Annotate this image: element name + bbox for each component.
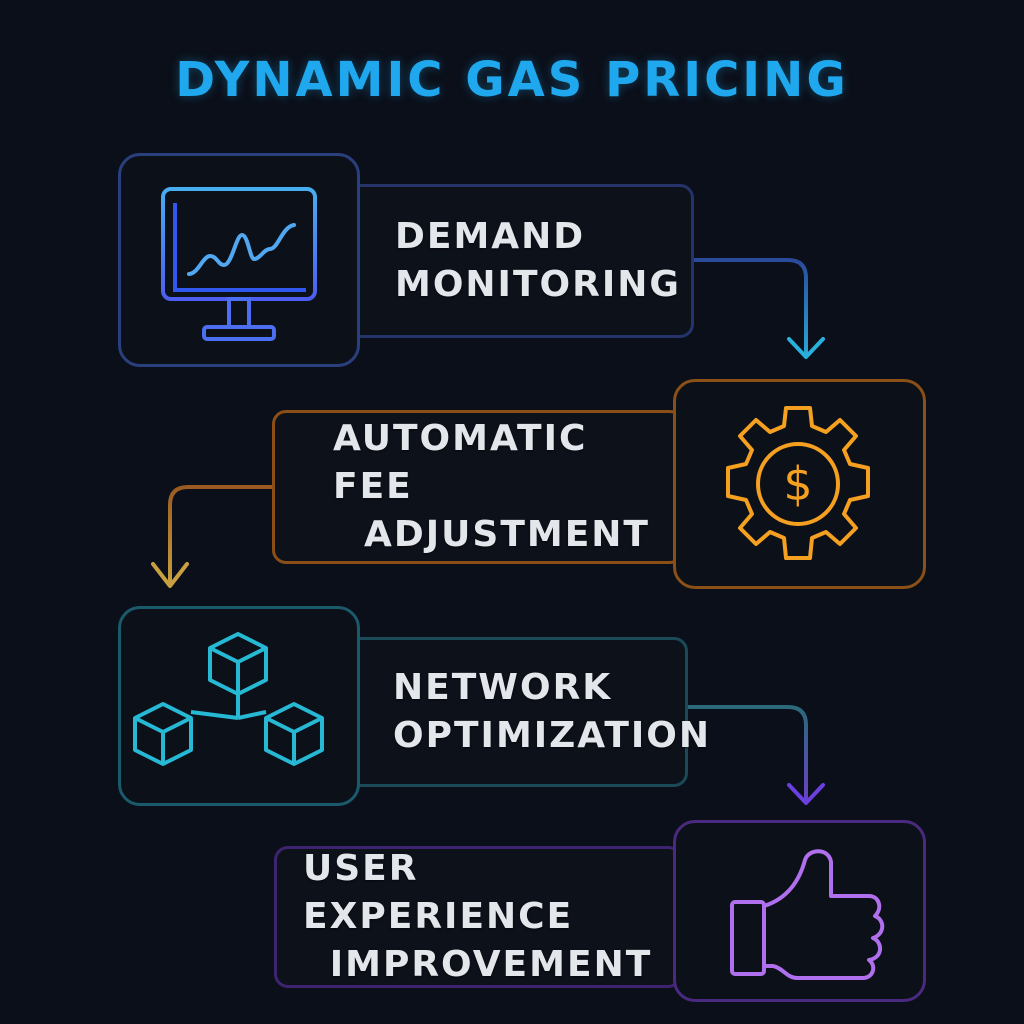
monitor-chart-icon	[161, 187, 317, 341]
step-3-line-2: OPTIMIZATION	[393, 715, 712, 756]
step-1-line-1: DEMAND	[395, 216, 586, 257]
step-1-line-2: MONITORING	[395, 264, 681, 305]
step-network-optimization-label: NETWORK OPTIMIZATION	[330, 637, 709, 787]
step-2-line-2: ADJUSTMENT	[364, 514, 650, 555]
step-fee-adjustment-icon-box: $	[673, 379, 926, 589]
blockchain-cubes-icon	[133, 632, 324, 766]
step-demand-monitoring-label: DEMAND MONITORING	[330, 184, 694, 338]
step-user-experience-improvement-label: USER EXPERIENCE IMPROVEMENT	[274, 846, 682, 988]
step-demand-monitoring-icon-box	[118, 153, 360, 367]
svg-text:$: $	[783, 457, 812, 511]
page-title: DYNAMIC GAS PRICING	[175, 52, 849, 108]
step-user-experience-icon-box	[673, 820, 926, 1002]
step-2-line-1: AUTOMATIC FEE	[333, 418, 588, 507]
step-3-line-1: NETWORK	[393, 667, 613, 708]
step-automatic-fee-adjustment-label: AUTOMATIC FEE ADJUSTMENT	[272, 410, 684, 564]
step-network-optimization-icon-box	[118, 606, 360, 806]
thumbs-up-icon	[730, 849, 885, 980]
step-4-line-2: IMPROVEMENT	[329, 944, 653, 985]
gear-dollar-icon: $	[726, 406, 870, 560]
step-4-line-1: USER EXPERIENCE	[303, 848, 574, 937]
